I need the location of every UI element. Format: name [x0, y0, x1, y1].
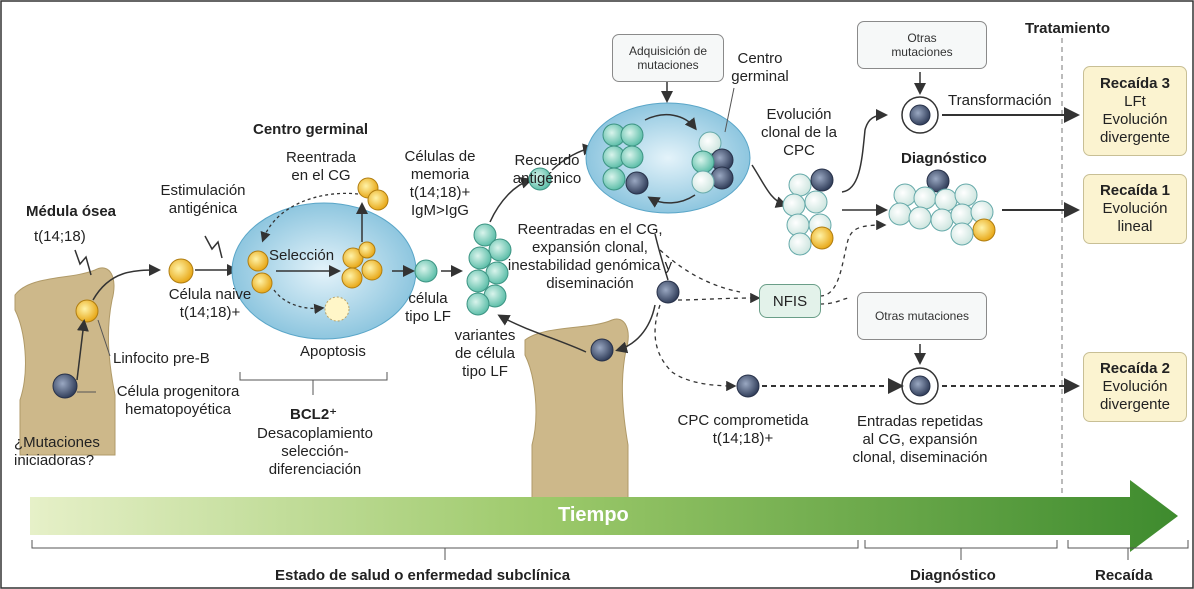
naive-cell: [168, 258, 194, 284]
relapse-3-line-3: divergente: [1099, 129, 1171, 146]
relapse-1-line-2: lineal: [1117, 218, 1153, 235]
germinal-center-title: Centro germinal: [253, 121, 369, 138]
phase-diagnosis: Diagnóstico: [910, 567, 996, 584]
diagnosis-label: Diagnóstico: [901, 150, 987, 167]
antigen-recall-label: Recuerdo antigénico: [512, 152, 582, 187]
lf-cell-label: célula tipo LF: [405, 290, 451, 325]
nfis-text: NFIS: [772, 292, 808, 310]
stimulation-label: Estimulación antigénica: [160, 182, 246, 217]
relapse-3-line-1: LFt: [1124, 93, 1146, 110]
diagnosis-cluster: [888, 169, 996, 246]
apoptosis-cell: [324, 296, 350, 322]
relapse-2-line-2: divergente: [1099, 396, 1171, 413]
relapse-2-line-1: Evolución: [1102, 378, 1168, 395]
memory-cells-label: Células de memoria t(14;18)+ IgM>IgG: [404, 148, 476, 219]
divergent-cycle: [901, 367, 939, 405]
relapse-2-title: Recaída 2: [1099, 360, 1171, 377]
lf-cell: [414, 259, 438, 283]
committed-cpc: [736, 374, 760, 398]
treatment-label: Tratamiento: [1025, 20, 1111, 37]
translocation-label: t(14;18): [34, 228, 86, 245]
phase-relapse: Recaída: [1095, 567, 1153, 584]
reentry-label: Reentrada en el CG: [285, 149, 357, 184]
other-mutations-bottom-text: Otras mutaciones: [874, 309, 970, 323]
relapse-3-title: Recaída 3: [1099, 75, 1171, 92]
mutation-acquisition-text: Adquisición de mutaciones: [628, 44, 708, 72]
nfis-box: NFIS: [759, 284, 821, 318]
pre-b-cell: [75, 299, 99, 323]
other-mutations-top-text: Otras mutaciones: [891, 31, 953, 59]
time-label: Tiempo: [558, 504, 629, 526]
bcl2-label: BCL2⁺: [290, 406, 338, 423]
relapse-2-box: Recaída 2 Evolución divergente: [1083, 352, 1187, 422]
relapse-3-line-2: Evolución: [1102, 111, 1168, 128]
transformation-label: Transformación: [948, 92, 1052, 109]
relapse-3-box: Recaída 3 LFt Evolución divergente: [1083, 66, 1187, 156]
transformation-cycle: [901, 96, 939, 134]
relapse-1-box: Recaída 1 Evolución lineal: [1083, 174, 1187, 244]
bone-marrow-1: [14, 267, 116, 456]
decoupling-label: Desacoplamiento selección-diferenciación: [257, 425, 373, 478]
reentries-label: Reentradas en el CG, expansión clonal, i…: [507, 221, 673, 292]
clonal-evolution-label: Evolución clonal de la CPC: [761, 106, 837, 159]
selection-label: Selección: [269, 247, 335, 264]
progenitor-label: Célula progenitora hematopoyética: [116, 383, 240, 418]
germinal-center-2-title: Centro germinal: [731, 50, 789, 85]
bone-marrow-title: Médula ósea: [26, 203, 117, 220]
bone-marrow-2: [524, 318, 629, 501]
phase-subclinical: Estado de salud o enfermedad subclínica: [275, 567, 571, 584]
lf-cluster: [466, 223, 512, 316]
other-mutations-top-box: Otras mutaciones: [857, 21, 987, 69]
naive-cell-label: Célula naive t(14;18)+: [168, 286, 252, 321]
progenitor-cell: [52, 373, 78, 399]
lf-variants-label: variantes de célula tipo LF: [454, 327, 516, 380]
relapse-1-line-1: Evolución: [1102, 200, 1168, 217]
other-mutations-bottom-box: Otras mutaciones: [857, 292, 987, 340]
apoptosis-label: Apoptosis: [300, 343, 366, 360]
initiating-mutations-label: ¿Mutaciones iniciadoras?: [14, 434, 100, 469]
pre-b-label: Linfocito pre-B: [113, 350, 210, 367]
relapse-1-title: Recaída 1: [1099, 182, 1171, 199]
mutation-acquisition-box: Adquisición de mutaciones: [612, 34, 724, 82]
time-bar: [30, 480, 1178, 552]
cpc-cluster: [782, 168, 834, 256]
committed-cpc-label: CPC comprometida t(14;18)+: [677, 412, 809, 447]
repeated-entries-label: Entradas repetidas al CG, expansión clon…: [852, 413, 988, 466]
